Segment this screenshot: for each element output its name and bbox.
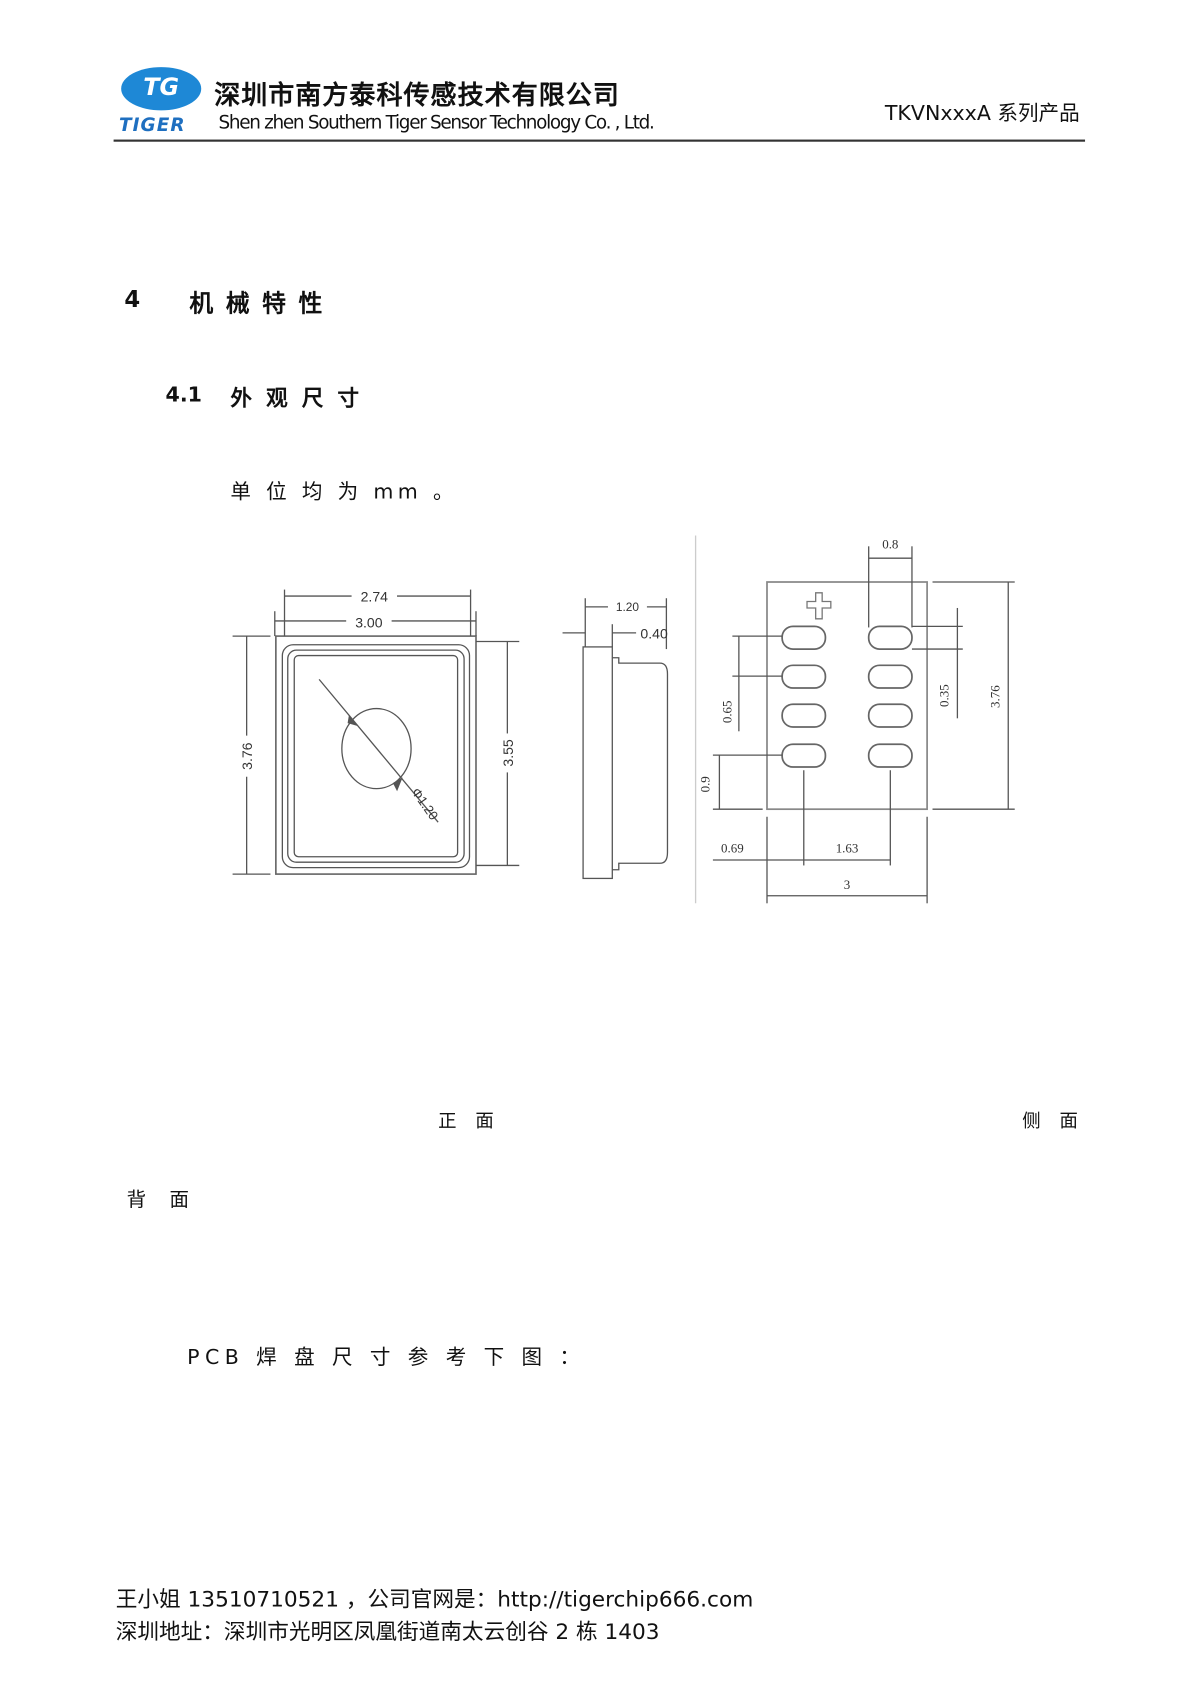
- side-view: 1.20 0.40: [562, 598, 669, 880]
- caption-back: 背 面: [126, 1188, 198, 1212]
- dim-left: 0.69: [721, 840, 744, 855]
- dim-0-40: 0.40: [640, 625, 668, 641]
- front-view: 2.74 3.00 3.76 3.55 Φ1.20: [232, 588, 520, 875]
- dim-back-height: 3.76: [988, 685, 1003, 708]
- logo-oval: TG: [121, 67, 202, 111]
- dim-row-pitch: 0.65: [719, 700, 734, 723]
- dim-pad-height: 0.35: [937, 684, 952, 707]
- footer-contact: 王小姐 13510710521 ，公司官网是：http://tigerchip6…: [115, 1585, 754, 1612]
- subsection-number: 4.1: [165, 382, 202, 407]
- header-rule: [113, 139, 1086, 142]
- caption-side: 侧 面: [1022, 1111, 1085, 1133]
- dim-2-74: 2.74: [361, 588, 389, 604]
- section-title: 机 械 特 性: [189, 291, 325, 319]
- product-series: TKVNxxxA 系列产品: [884, 101, 1080, 126]
- caption-front: 正 面: [438, 1111, 501, 1133]
- subsection-title: 外 观 尺 寸: [230, 385, 363, 412]
- section-number: 4: [124, 286, 141, 313]
- dim-bottom: 0.9: [698, 776, 713, 792]
- company-name-en: Shen zhen Southern Tiger Sensor Technolo…: [218, 112, 655, 135]
- logo-word: TIGER: [118, 114, 186, 137]
- dim-diameter: Φ1.20: [409, 785, 442, 823]
- dim-pad-width: 0.8: [882, 536, 898, 551]
- company-name-cn: 深圳市南方泰科传感技术有限公司: [214, 80, 620, 111]
- back-view: 0.8 3.76 0.35 0.65 0.9 0.69 1.63 3: [698, 536, 1015, 904]
- dim-width: 3: [844, 877, 850, 892]
- dim-3-00: 3.00: [355, 614, 383, 630]
- dim-col-pitch: 1.63: [836, 840, 859, 855]
- footer-address: 深圳地址：深圳市光明区凤凰街道南太云创谷 2 栋 1403: [115, 1618, 660, 1645]
- dim-3-55: 3.55: [500, 739, 516, 767]
- unit-note: 单 位 均 为 mm 。: [230, 480, 458, 505]
- pcb-note: PCB 焊 盘 尺 寸 参 考 下 图 ：: [187, 1345, 586, 1370]
- dim-3-76: 3.76: [239, 742, 255, 770]
- company-logo: TG TIGER: [119, 67, 206, 138]
- dim-1-20: 1.20: [616, 600, 640, 614]
